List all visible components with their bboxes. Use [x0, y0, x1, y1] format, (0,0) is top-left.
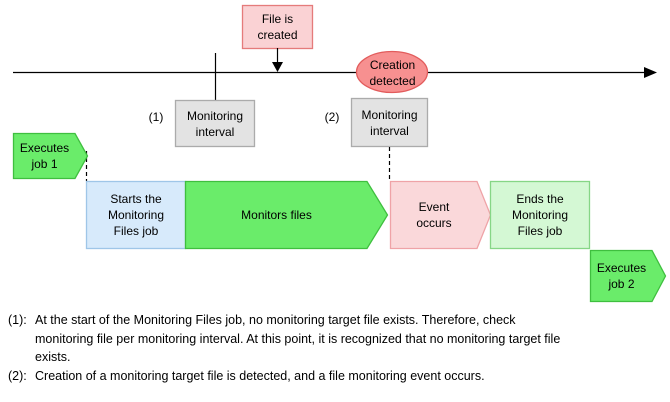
starts-job-box [85, 180, 187, 250]
executes-job1-shape [12, 132, 89, 180]
note-ref-2-label: (2) [324, 110, 340, 124]
creation-detected-ellipse [355, 50, 429, 94]
monitoring-interval-2-box [350, 97, 429, 148]
footnote-1-text: At the start of the Monitoring Files job… [35, 313, 561, 364]
footnote-2: (2): Creation of a monitoring target fil… [8, 367, 663, 386]
timeline-arrowhead-icon [644, 67, 657, 78]
monitoring-interval-1-box [174, 99, 256, 148]
footnote-1: (1): At the start of the Monitoring File… [8, 311, 663, 367]
ends-job-box [489, 180, 591, 250]
note-ref-1-label: (1) [148, 110, 164, 124]
executes-job2-shape [589, 249, 667, 303]
file-created-box [241, 4, 314, 50]
executes-job1-label: Executes job 1 [19, 141, 70, 171]
footnote-2-text: Creation of a monitoring target file is … [35, 368, 485, 383]
ends-job-label: Ends the Monitoring Files job [511, 192, 569, 238]
monitors-files-label: Monitors files [241, 208, 312, 222]
monitors-files-shape [184, 180, 389, 250]
footnotes: (1): At the start of the Monitoring File… [8, 311, 663, 385]
down-arrowhead-icon [272, 62, 283, 72]
executes-job2-label: Executes job 2 [596, 261, 647, 291]
file-created-label: File is created [257, 11, 298, 42]
monitoring-interval-2-label: Monitoring interval [361, 107, 418, 138]
starts-job-label: Starts the Monitoring Files job [107, 192, 165, 238]
monitoring-interval-1-label: Monitoring interval [186, 108, 244, 139]
footnote-2-ref: (2): [8, 368, 27, 383]
creation-detected-label: Creation detected [369, 57, 416, 88]
footnote-1-ref: (1): [8, 313, 27, 327]
event-occurs-label: Event occurs [416, 200, 452, 230]
event-occurs-shape [389, 180, 492, 250]
